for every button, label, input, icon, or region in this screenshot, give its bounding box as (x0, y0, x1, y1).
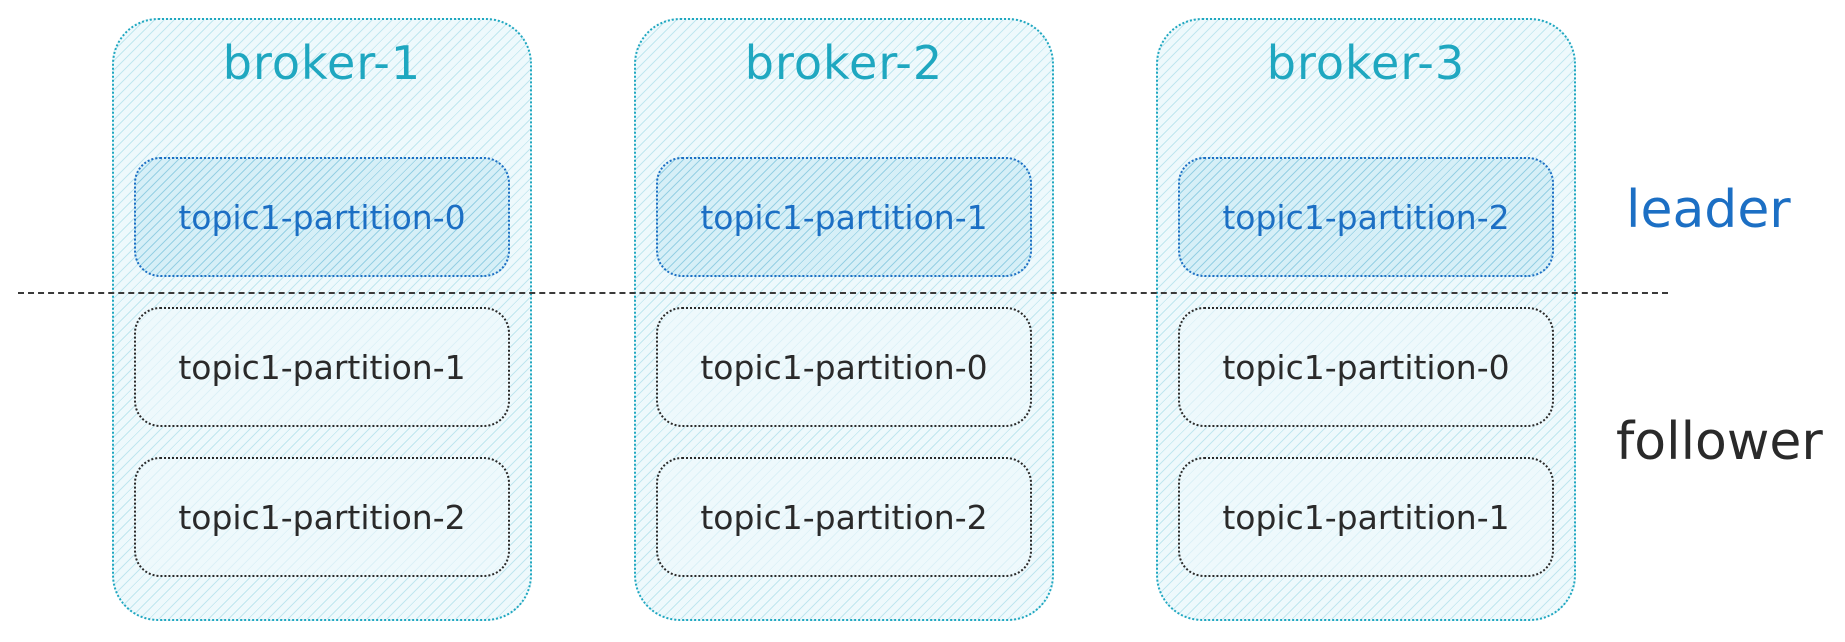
broker-2-box: broker-2 topic1-partition-1 topic1-parti… (634, 18, 1054, 621)
broker-title: broker-1 (222, 36, 422, 90)
broker-title: broker-3 (1266, 36, 1466, 90)
leader-label: leader (1626, 180, 1791, 240)
leader-partition: topic1-partition-0 (134, 157, 510, 277)
follower-partition: topic1-partition-2 (656, 457, 1032, 577)
broker-title: broker-2 (744, 36, 944, 90)
leader-partition: topic1-partition-2 (1178, 157, 1554, 277)
follower-partition: topic1-partition-0 (656, 307, 1032, 427)
follower-partition: topic1-partition-1 (134, 307, 510, 427)
leader-follower-divider (18, 292, 1668, 294)
follower-partition: topic1-partition-1 (1178, 457, 1554, 577)
broker-1-box: broker-1 topic1-partition-0 topic1-parti… (112, 18, 532, 621)
follower-partition: topic1-partition-0 (1178, 307, 1554, 427)
follower-partition: topic1-partition-2 (134, 457, 510, 577)
leader-partition: topic1-partition-1 (656, 157, 1032, 277)
follower-label: follower (1616, 412, 1823, 472)
broker-3-box: broker-3 topic1-partition-2 topic1-parti… (1156, 18, 1576, 621)
